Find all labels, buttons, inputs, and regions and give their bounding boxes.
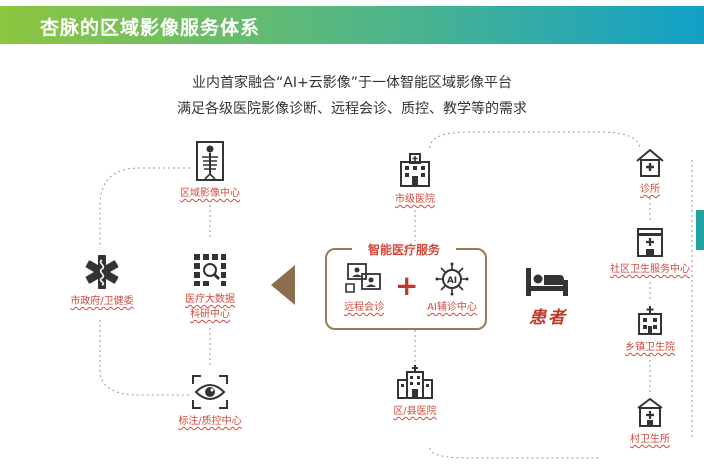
node-city-hospital: 市级医院: [380, 152, 450, 205]
page-title: 杏脉的区域影像服务体系: [40, 17, 261, 39]
intelligent-service-title: 智能医疗服务: [352, 241, 456, 258]
xray-icon: [196, 141, 224, 181]
node-government: 市政府/卫健委: [64, 254, 140, 307]
qc-center-label: 标注/质控中心: [178, 416, 242, 427]
patient-bed-icon: [526, 268, 568, 296]
intro-line-1: 业内首家融合“AI+云影像”于一体智能区域影像平台: [192, 75, 512, 91]
village-clinic-icon: [637, 397, 663, 427]
eye-scan-icon: [192, 375, 228, 409]
connector-gov-top: [99, 167, 190, 248]
medical-star-icon: [85, 255, 119, 289]
government-label: 市政府/卫健委: [70, 296, 134, 307]
township-hospital-icon: [638, 306, 662, 335]
node-community-center: 社区卫生服务中心: [606, 226, 694, 275]
community-center-label: 社区卫生服务中心: [610, 264, 690, 275]
connector-top-right: [429, 131, 641, 151]
township-hospital-label: 乡镇卫生院: [625, 342, 675, 353]
community-building-icon: [637, 228, 663, 257]
node-remote-consultation: 远程会诊: [334, 262, 394, 313]
data-grid-icon: [194, 254, 226, 286]
edge-accent-bar: [696, 210, 704, 250]
district-hospital-label: 区/县医院: [393, 406, 437, 417]
district-hospital-icon: [397, 365, 433, 399]
intelligent-service-box: [325, 248, 487, 330]
connector-bottom-right: [429, 447, 600, 459]
node-regional-imaging-center: 区域影像中心: [168, 140, 252, 199]
title-banner: 杏脉的区域影像服务体系: [0, 6, 704, 44]
clinic-label: 诊所: [640, 184, 660, 195]
ai-center-label: AI辅诊中心: [427, 302, 477, 313]
remote-consultation-label: 远程会诊: [344, 302, 384, 313]
consultation-icon: [345, 263, 381, 293]
village-clinic-label: 村卫生所: [630, 434, 670, 445]
city-hospital-label: 市级医院: [395, 194, 435, 205]
node-qc-center: 标注/质控中心: [168, 374, 252, 427]
node-clinic: 诊所: [618, 146, 682, 195]
patient-label: 患者: [529, 308, 567, 328]
node-township-hospital: 乡镇卫生院: [614, 304, 686, 353]
connector-gov-bottom: [99, 320, 190, 396]
node-big-data-center: 医疗大数据 科研中心: [172, 252, 248, 320]
intro-line-2: 满足各级医院影像诊断、远程会诊、质控、教学等的需求: [177, 101, 527, 117]
big-data-label-1: 医疗大数据: [185, 294, 235, 305]
clinic-house-icon: [636, 148, 664, 177]
node-ai-center: AI AI辅诊中心: [422, 262, 482, 313]
big-data-label-2: 科研中心: [190, 309, 230, 320]
svg-text:AI: AI: [447, 276, 457, 286]
ai-chip-icon: AI: [435, 262, 469, 296]
plus-icon: +: [395, 269, 419, 302]
hospital-building-icon: [400, 153, 430, 187]
node-village-clinic: 村卫生所: [616, 396, 684, 445]
node-patient: [522, 266, 572, 298]
regional-center-label: 区域影像中心: [180, 188, 240, 199]
arrow-left-icon: [271, 265, 295, 305]
node-district-hospital: 区/县医院: [372, 364, 458, 417]
